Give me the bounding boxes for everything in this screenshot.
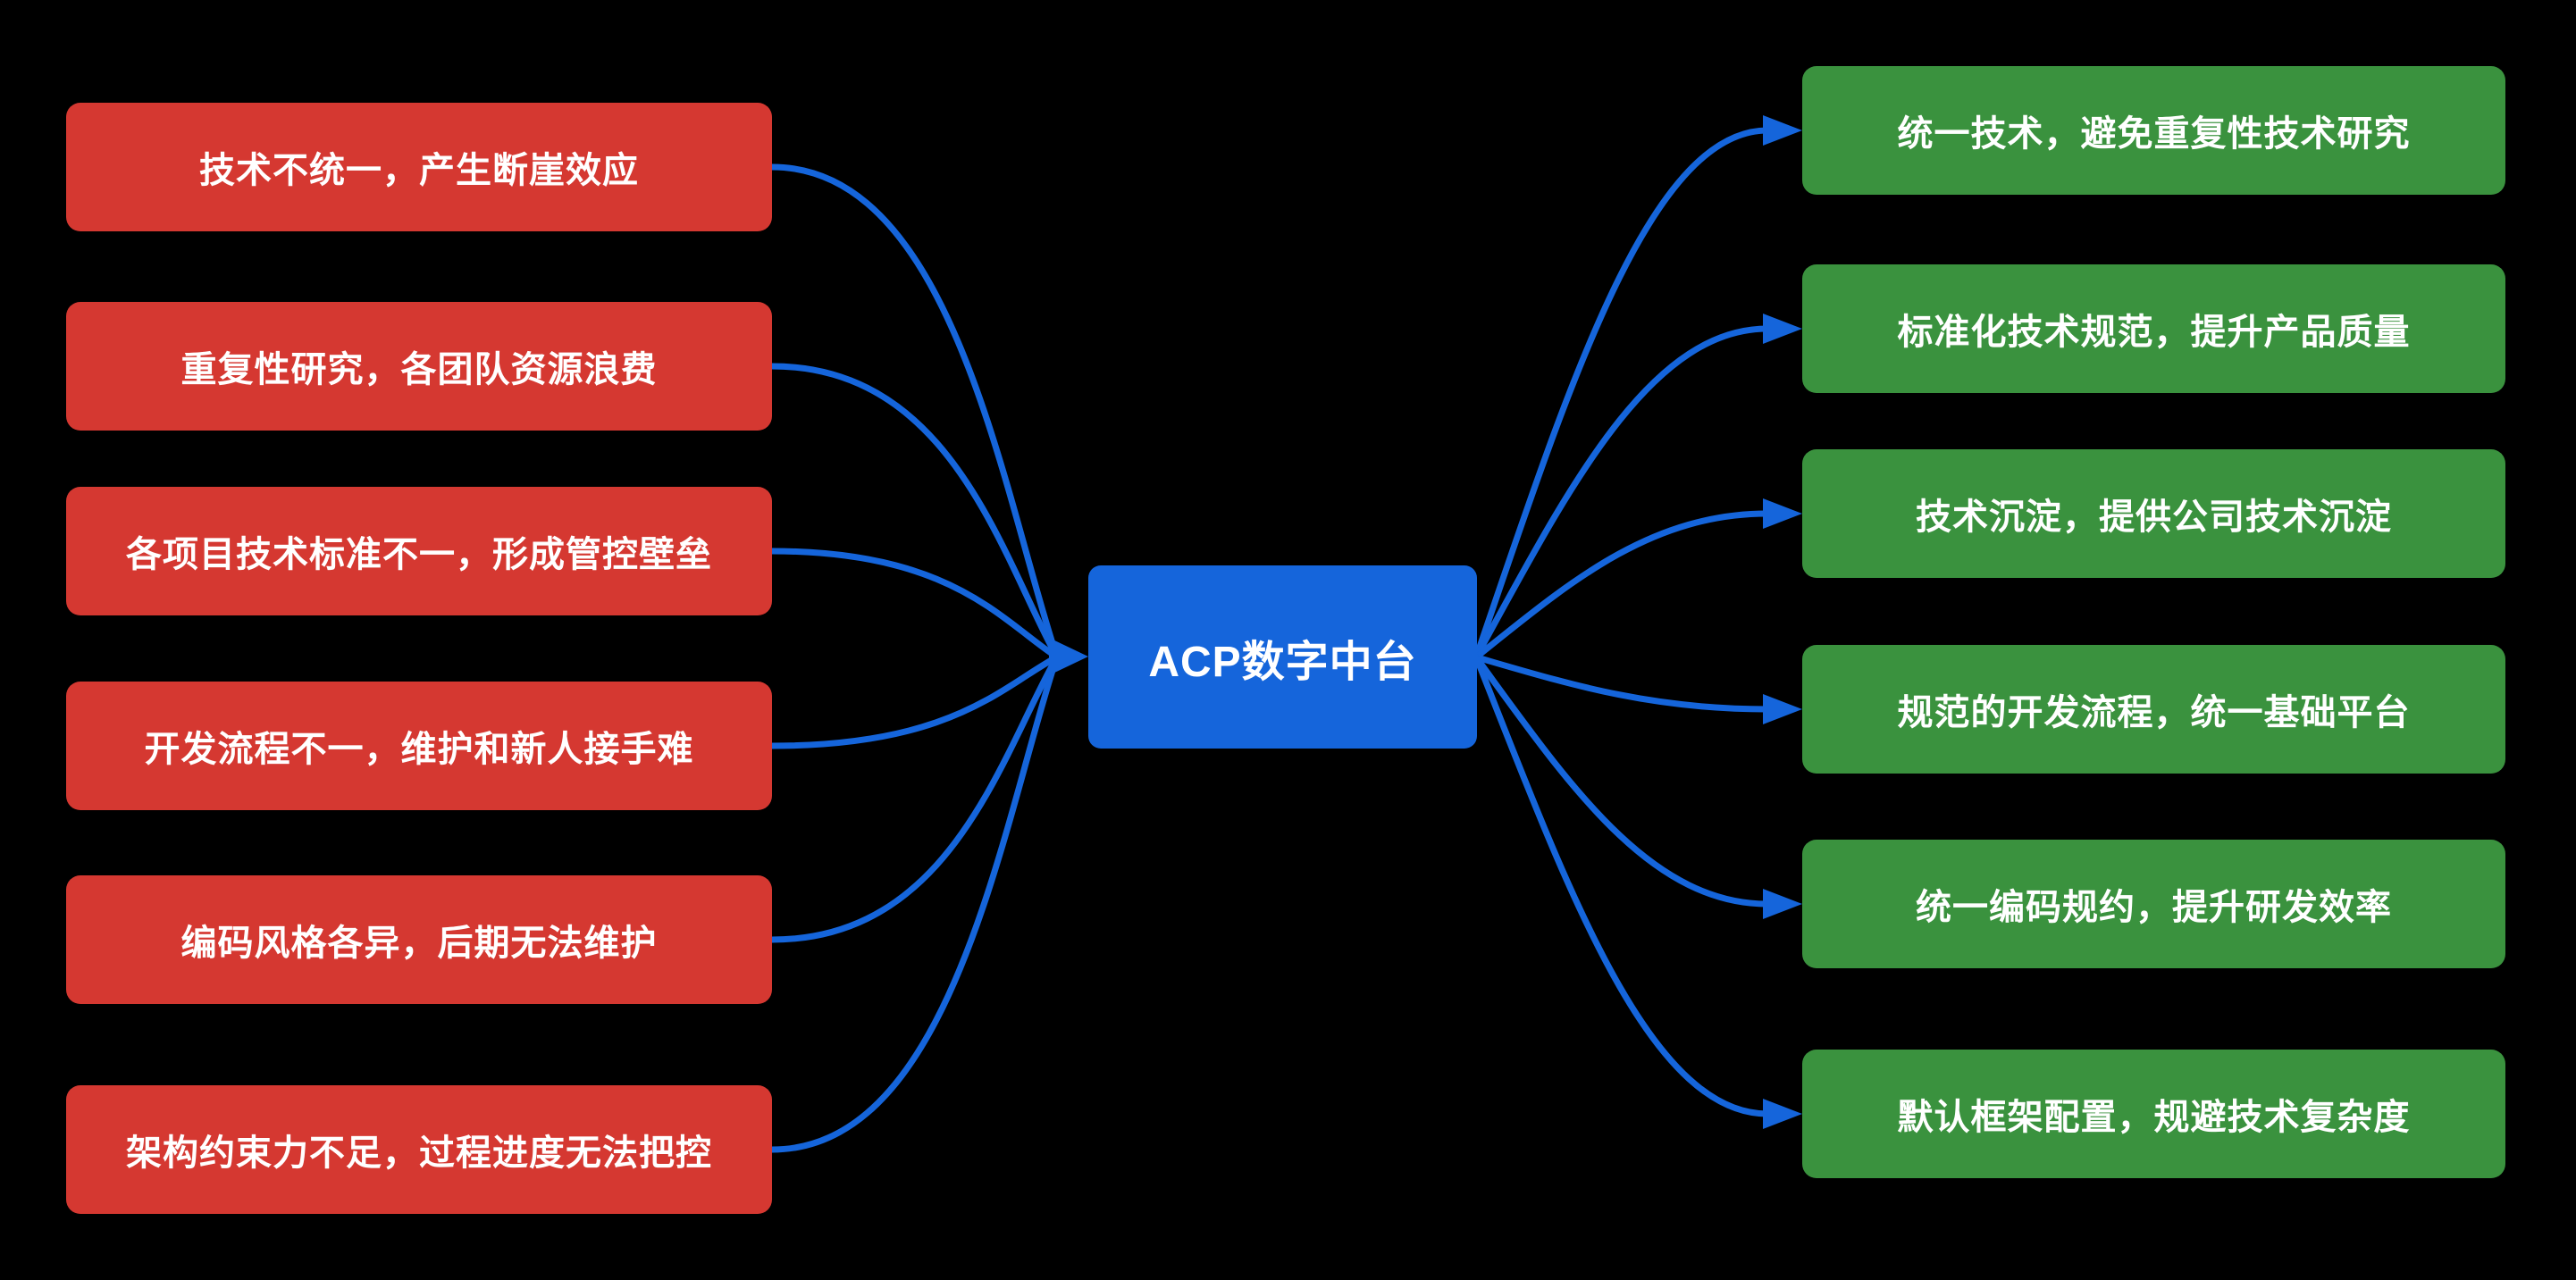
problem-label-2: 重复性研究，各团队资源浪费: [180, 350, 658, 389]
problem-node-2[interactable]: 重复性研究，各团队资源浪费: [66, 302, 772, 431]
benefit-label-3: 技术沉淀，提供公司技术沉淀: [1916, 498, 2392, 537]
benefit-label-5: 统一编码规约，提升研发效率: [1916, 888, 2392, 927]
benefit-node-2[interactable]: 标准化技术规范，提升产品质量: [1802, 264, 2505, 393]
benefit-arrowhead-6: [1763, 1099, 1802, 1129]
benefit-node-4[interactable]: 规范的开发流程，统一基础平台: [1802, 645, 2505, 774]
hub-arrowhead: [1049, 638, 1088, 675]
problem-label-6: 架构约束力不足，过程进度无法把控: [126, 1134, 712, 1173]
problem-node-4[interactable]: 开发流程不一，维护和新人接手难: [66, 682, 772, 810]
problem-label-3: 各项目技术标准不一，形成管控壁垒: [126, 535, 712, 574]
benefit-label-6: 默认框架配置，规避技术复杂度: [1897, 1098, 2411, 1137]
connector-right-5: [1473, 655, 1771, 908]
benefit-label-4: 规范的开发流程，统一基础平台: [1897, 693, 2411, 732]
connector-left-5: [768, 655, 1060, 943]
benefit-label-2: 标准化技术规范，提升产品质量: [1897, 313, 2411, 352]
problem-label-4: 开发流程不一，维护和新人接手难: [144, 730, 694, 769]
benefit-arrowhead-5: [1763, 889, 1802, 919]
problem-label-1: 技术不统一，产生断崖效应: [199, 151, 639, 190]
benefit-arrowhead-2: [1763, 314, 1802, 344]
hub-node[interactable]: ACP数字中台: [1088, 565, 1477, 749]
connector-left-1: [768, 163, 1060, 658]
benefit-arrowhead-3: [1763, 498, 1802, 529]
problem-node-6[interactable]: 架构约束力不足，过程进度无法把控: [66, 1085, 772, 1214]
connector-right-3: [1473, 510, 1771, 660]
benefit-arrowhead-1: [1763, 115, 1802, 146]
problem-node-3[interactable]: 各项目技术标准不一，形成管控壁垒: [66, 487, 772, 615]
connector-right-4: [1473, 654, 1771, 713]
problem-node-5[interactable]: 编码风格各异，后期无法维护: [66, 875, 772, 1004]
benefit-arrowhead-4: [1763, 694, 1802, 724]
connector-left-2: [768, 363, 1060, 659]
hub-label: ACP数字中台: [1148, 638, 1417, 686]
connector-left-6: [768, 656, 1060, 1153]
connector-left-3: [768, 548, 1060, 660]
benefit-label-1: 统一技术，避免重复性技术研究: [1897, 114, 2411, 154]
benefit-node-5[interactable]: 统一编码规约，提升研发效率: [1802, 840, 2505, 968]
connector-right-1: [1473, 127, 1771, 658]
benefit-node-6[interactable]: 默认框架配置，规避技术复杂度: [1802, 1050, 2505, 1178]
problem-label-5: 编码风格各异，后期无法维护: [180, 924, 658, 963]
benefit-node-1[interactable]: 统一技术，避免重复性技术研究: [1802, 66, 2505, 195]
connector-right-6: [1473, 656, 1771, 1117]
problem-node-1[interactable]: 技术不统一，产生断崖效应: [66, 103, 772, 231]
connector-right-2: [1473, 325, 1771, 659]
benefit-node-3[interactable]: 技术沉淀，提供公司技术沉淀: [1802, 449, 2505, 578]
connector-left-4: [768, 654, 1060, 749]
